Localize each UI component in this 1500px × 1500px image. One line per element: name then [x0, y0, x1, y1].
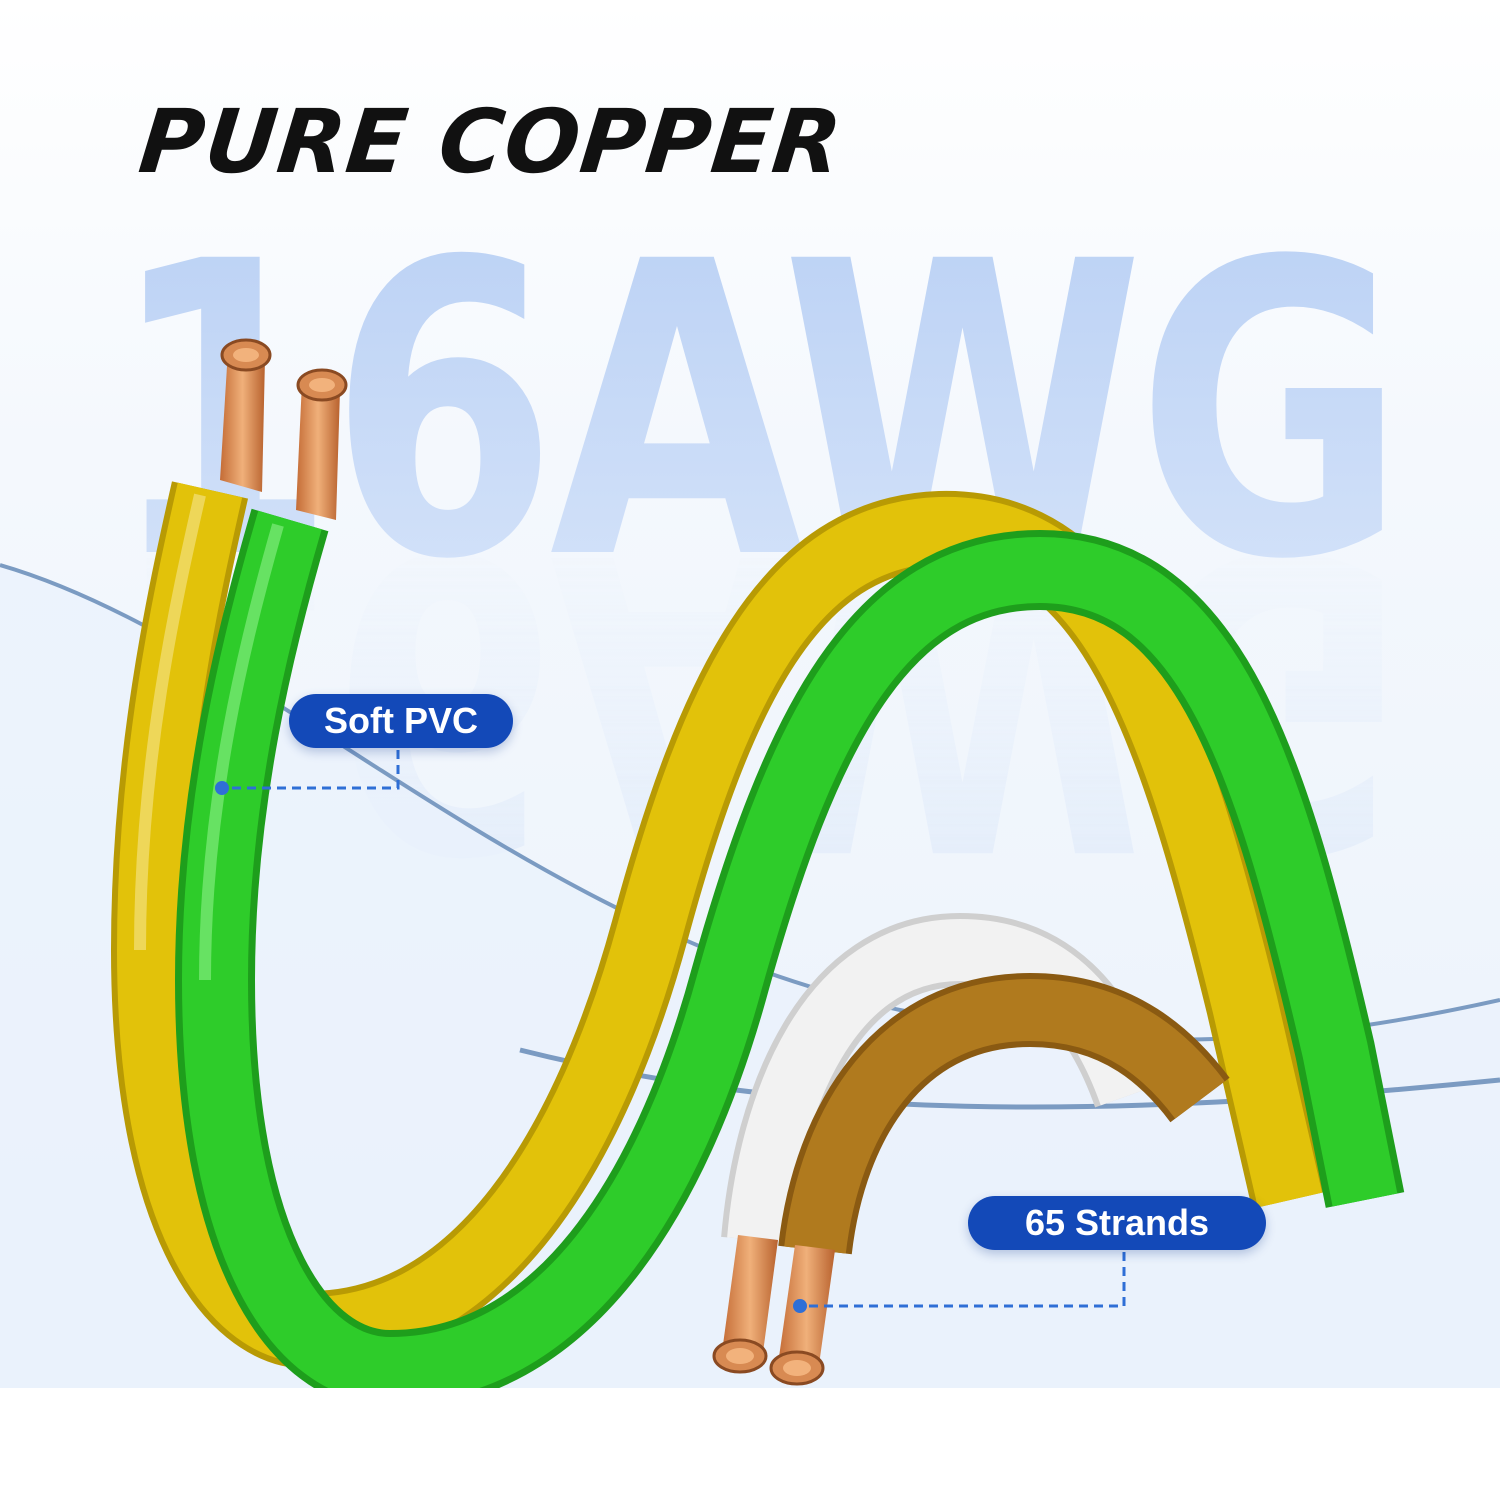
headline-title: PURE COPPER [134, 90, 848, 193]
pointer-dot [793, 1299, 807, 1313]
copper-strands-top [220, 338, 348, 520]
brown-wire [778, 972, 1230, 1255]
copper-strands-bottom [712, 1235, 835, 1386]
callout-leader-pvc [215, 750, 400, 795]
bottom-white-band [0, 1388, 1500, 1500]
green-wire [174, 508, 1405, 1411]
callout-soft-pvc: Soft PVC [289, 694, 513, 748]
pointer-dot [215, 781, 229, 795]
callout-65-strands: 65 Strands [968, 1196, 1266, 1250]
callout-leader-strands [793, 1252, 1126, 1313]
